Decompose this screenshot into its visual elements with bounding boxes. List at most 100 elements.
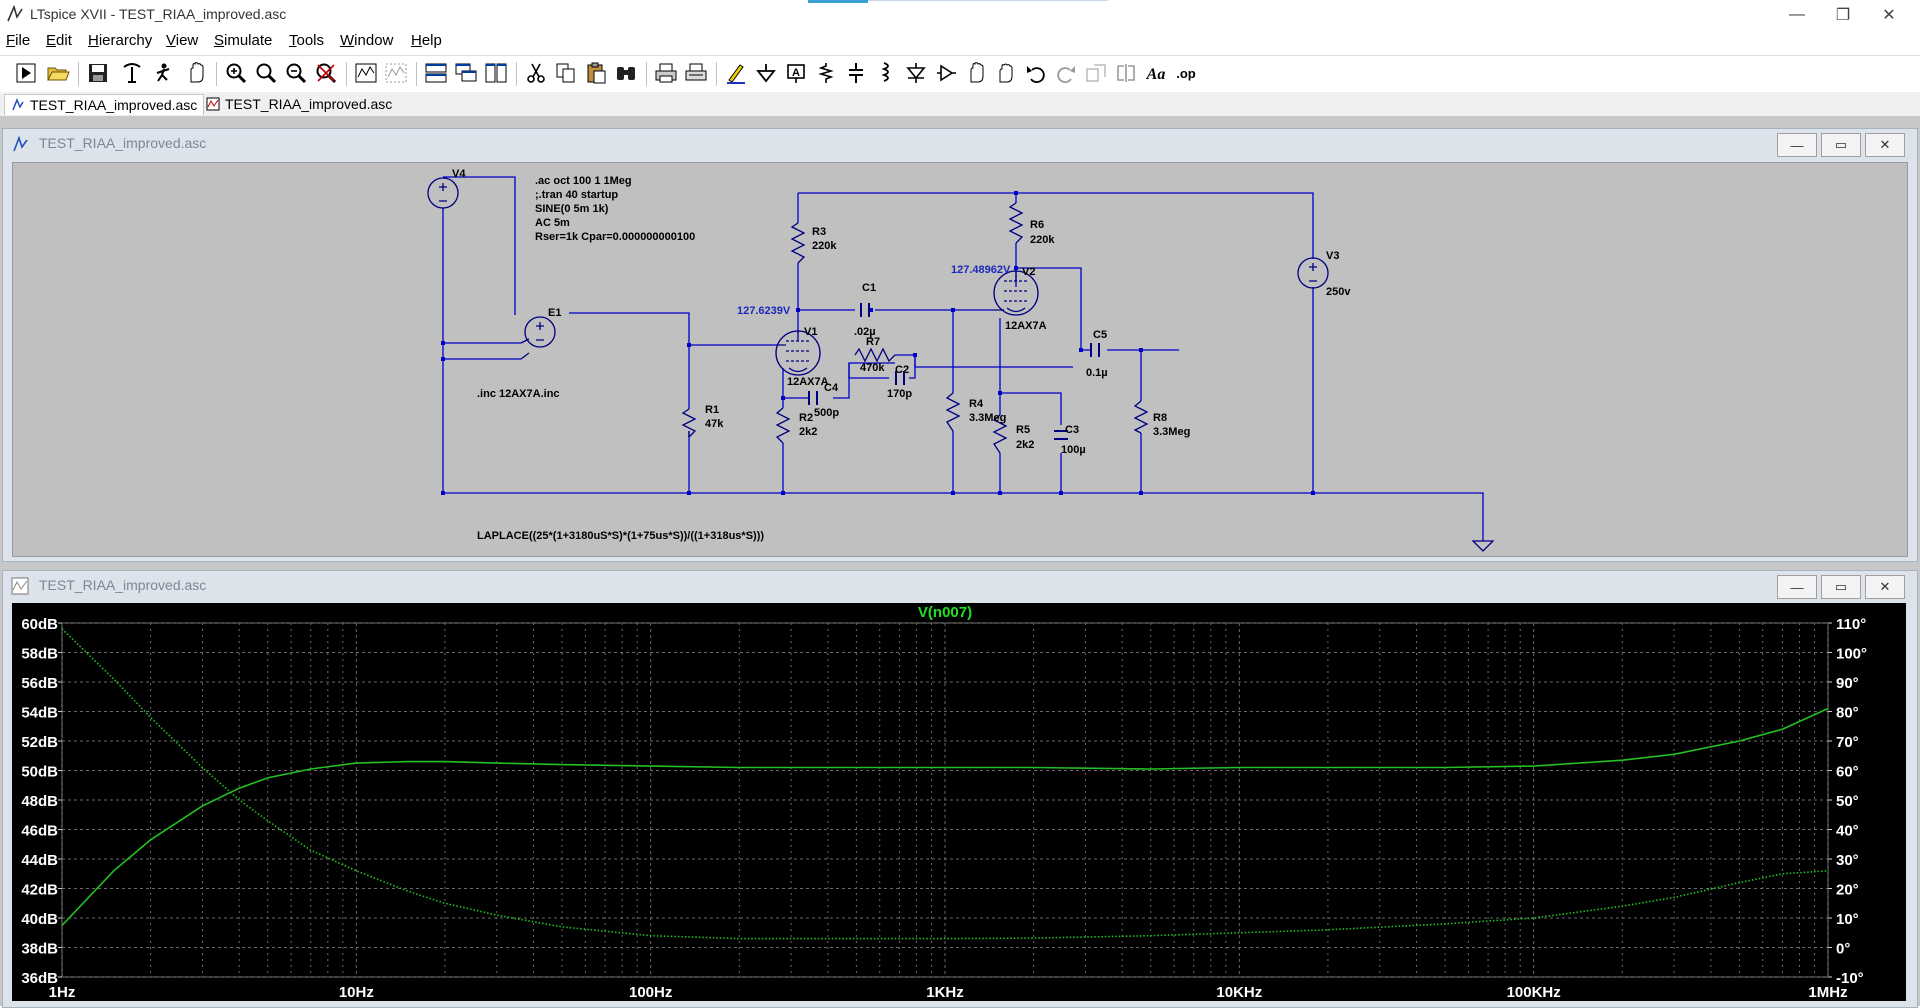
waveform-restore-button[interactable]: ▭ — [1821, 575, 1861, 599]
zoom-full-icon[interactable] — [252, 59, 280, 87]
zoom-in-icon[interactable] — [222, 59, 250, 87]
resistor-r2[interactable] — [775, 407, 791, 444]
minimize-button[interactable]: — — [1789, 6, 1805, 23]
schematic-minimize-button[interactable]: — — [1777, 133, 1817, 157]
resistor-r7[interactable] — [854, 347, 896, 363]
paste-icon[interactable] — [582, 59, 610, 87]
capacitor-c4[interactable] — [808, 391, 818, 405]
drag-icon[interactable] — [992, 59, 1020, 87]
open-icon[interactable] — [44, 59, 72, 87]
cascade-icon[interactable] — [452, 59, 480, 87]
control-panel-icon[interactable] — [118, 59, 146, 87]
tube-v1[interactable] — [775, 330, 821, 376]
label-v4: V4 — [452, 168, 466, 180]
capacitor-icon[interactable] — [842, 59, 870, 87]
close-button[interactable]: ✕ — [1882, 7, 1896, 24]
waveform-window-titlebar[interactable]: TEST_RIAA_improved.asc — ▭ ✕ — [3, 571, 1917, 599]
run-icon[interactable] — [12, 59, 40, 87]
find-icon[interactable] — [612, 59, 640, 87]
print-preview-icon[interactable] — [682, 59, 710, 87]
menu-edit[interactable]: Edit — [46, 32, 72, 49]
waveform-minimize-button[interactable]: — — [1777, 575, 1817, 599]
pan-icon[interactable] — [182, 59, 210, 87]
menu-help[interactable]: Help — [411, 32, 442, 49]
menu-window[interactable]: Window — [340, 32, 394, 49]
resistor-icon[interactable] — [812, 59, 840, 87]
label-r4-value: 3.3Meg — [969, 412, 1006, 424]
y-right-tick-label: 0° — [1836, 941, 1850, 958]
x-tick-label: 10KHz — [1216, 984, 1262, 1001]
grid-icon[interactable] — [382, 59, 410, 87]
resistor-r3[interactable] — [790, 222, 806, 264]
label-net-icon[interactable]: A — [782, 59, 810, 87]
redo-icon[interactable] — [1052, 59, 1080, 87]
label-r1-value: 47k — [705, 418, 724, 430]
tab-schematic-label: TEST_RIAA_improved.asc — [30, 97, 198, 113]
spice-directives[interactable]: .ac oct 100 1 1Meg ;.tran 40 startup SIN… — [477, 175, 764, 542]
zoom-out-icon[interactable] — [282, 59, 310, 87]
print-icon[interactable] — [652, 59, 680, 87]
waveform-window-title: TEST_RIAA_improved.asc — [39, 577, 207, 593]
text-icon[interactable]: Aa — [1142, 59, 1170, 87]
restore-button[interactable]: ❐ — [1835, 7, 1851, 24]
copy-icon[interactable] — [552, 59, 580, 87]
menu-view[interactable]: View — [166, 32, 199, 49]
voltage-source-v3[interactable] — [1297, 257, 1329, 289]
cut-icon[interactable] — [522, 59, 550, 87]
menu-bar: File Edit Hierarchy View Simulate Tools Window… — [0, 30, 1920, 52]
capacitor-c1[interactable] — [860, 303, 870, 317]
mirror-icon[interactable] — [1112, 59, 1140, 87]
spice-directive-icon[interactable]: .op — [1172, 59, 1200, 87]
resistor-r8[interactable] — [1133, 400, 1149, 434]
ground-icon[interactable] — [752, 59, 780, 87]
schematic-icon — [12, 98, 24, 111]
save-icon[interactable] — [84, 59, 112, 87]
move-icon[interactable] — [962, 59, 990, 87]
components — [427, 177, 1495, 552]
menu-file[interactable]: File — [6, 32, 31, 49]
waveform-close-button[interactable]: ✕ — [1865, 575, 1905, 599]
resistor-r1[interactable] — [681, 408, 697, 438]
capacitor-c3[interactable] — [1054, 430, 1068, 440]
label-c1-value: .02µ — [854, 326, 876, 338]
diode-icon[interactable] — [902, 59, 930, 87]
menu-tools[interactable]: Tools — [289, 32, 325, 49]
voltage-source-v4[interactable] — [427, 177, 459, 209]
tile-horizontal-icon[interactable] — [422, 59, 450, 87]
halt-icon[interactable] — [150, 59, 178, 87]
tab-waveform[interactable]: TEST_RIAA_improved.asc — [200, 94, 398, 114]
component-icon[interactable] — [932, 59, 960, 87]
autorange-icon[interactable] — [352, 59, 380, 87]
menu-simulate[interactable]: Simulate — [214, 32, 273, 49]
tab-schematic[interactable]: TEST_RIAA_improved.asc — [4, 94, 205, 115]
controlled-source-e1[interactable] — [524, 316, 556, 348]
ltspice-app-icon — [7, 5, 23, 22]
menu-hierarchy[interactable]: Hierarchy — [88, 32, 153, 49]
resistor-r6[interactable] — [1008, 202, 1024, 244]
label-r6-value: 220k — [1030, 234, 1055, 246]
capacitor-c2[interactable] — [895, 371, 905, 385]
label-r8-value: 3.3Meg — [1153, 426, 1190, 438]
y-right-tick-label: -10° — [1836, 970, 1864, 987]
rotate-icon[interactable] — [1082, 59, 1110, 87]
x-tick-label: 1Hz — [49, 984, 76, 1001]
resistor-r5[interactable] — [992, 414, 1008, 454]
resistor-r4[interactable] — [945, 392, 961, 432]
tube-v2[interactable] — [991, 270, 1039, 316]
zoom-cancel-icon[interactable] — [312, 59, 340, 87]
schematic-window-titlebar[interactable]: TEST_RIAA_improved.asc — ▭ ✕ — [3, 129, 1917, 157]
schematic-restore-button[interactable]: ▭ — [1821, 133, 1861, 157]
undo-icon[interactable] — [1022, 59, 1050, 87]
tile-vertical-icon[interactable] — [482, 59, 510, 87]
inductor-icon[interactable] — [872, 59, 900, 87]
schematic-canvas[interactable]: V4 E1 V3 250v R1 47k R2 2k2 R3 220k R4 3… — [12, 162, 1908, 557]
schematic-close-button[interactable]: ✕ — [1865, 133, 1905, 157]
draw-wire-icon[interactable] — [722, 59, 750, 87]
capacitor-c5[interactable] — [1090, 343, 1100, 357]
y-right-tick-label: 90° — [1836, 675, 1859, 692]
directive-rser: Rser=1k Cpar=0.000000000100 — [535, 231, 695, 243]
y-left-tick-label: 48dB — [21, 793, 58, 810]
directive-laplace: LAPLACE((25*(1+3180uS*S)*(1+75us*S))/((1… — [477, 530, 764, 542]
y-right-tick-label: 20° — [1836, 882, 1859, 899]
